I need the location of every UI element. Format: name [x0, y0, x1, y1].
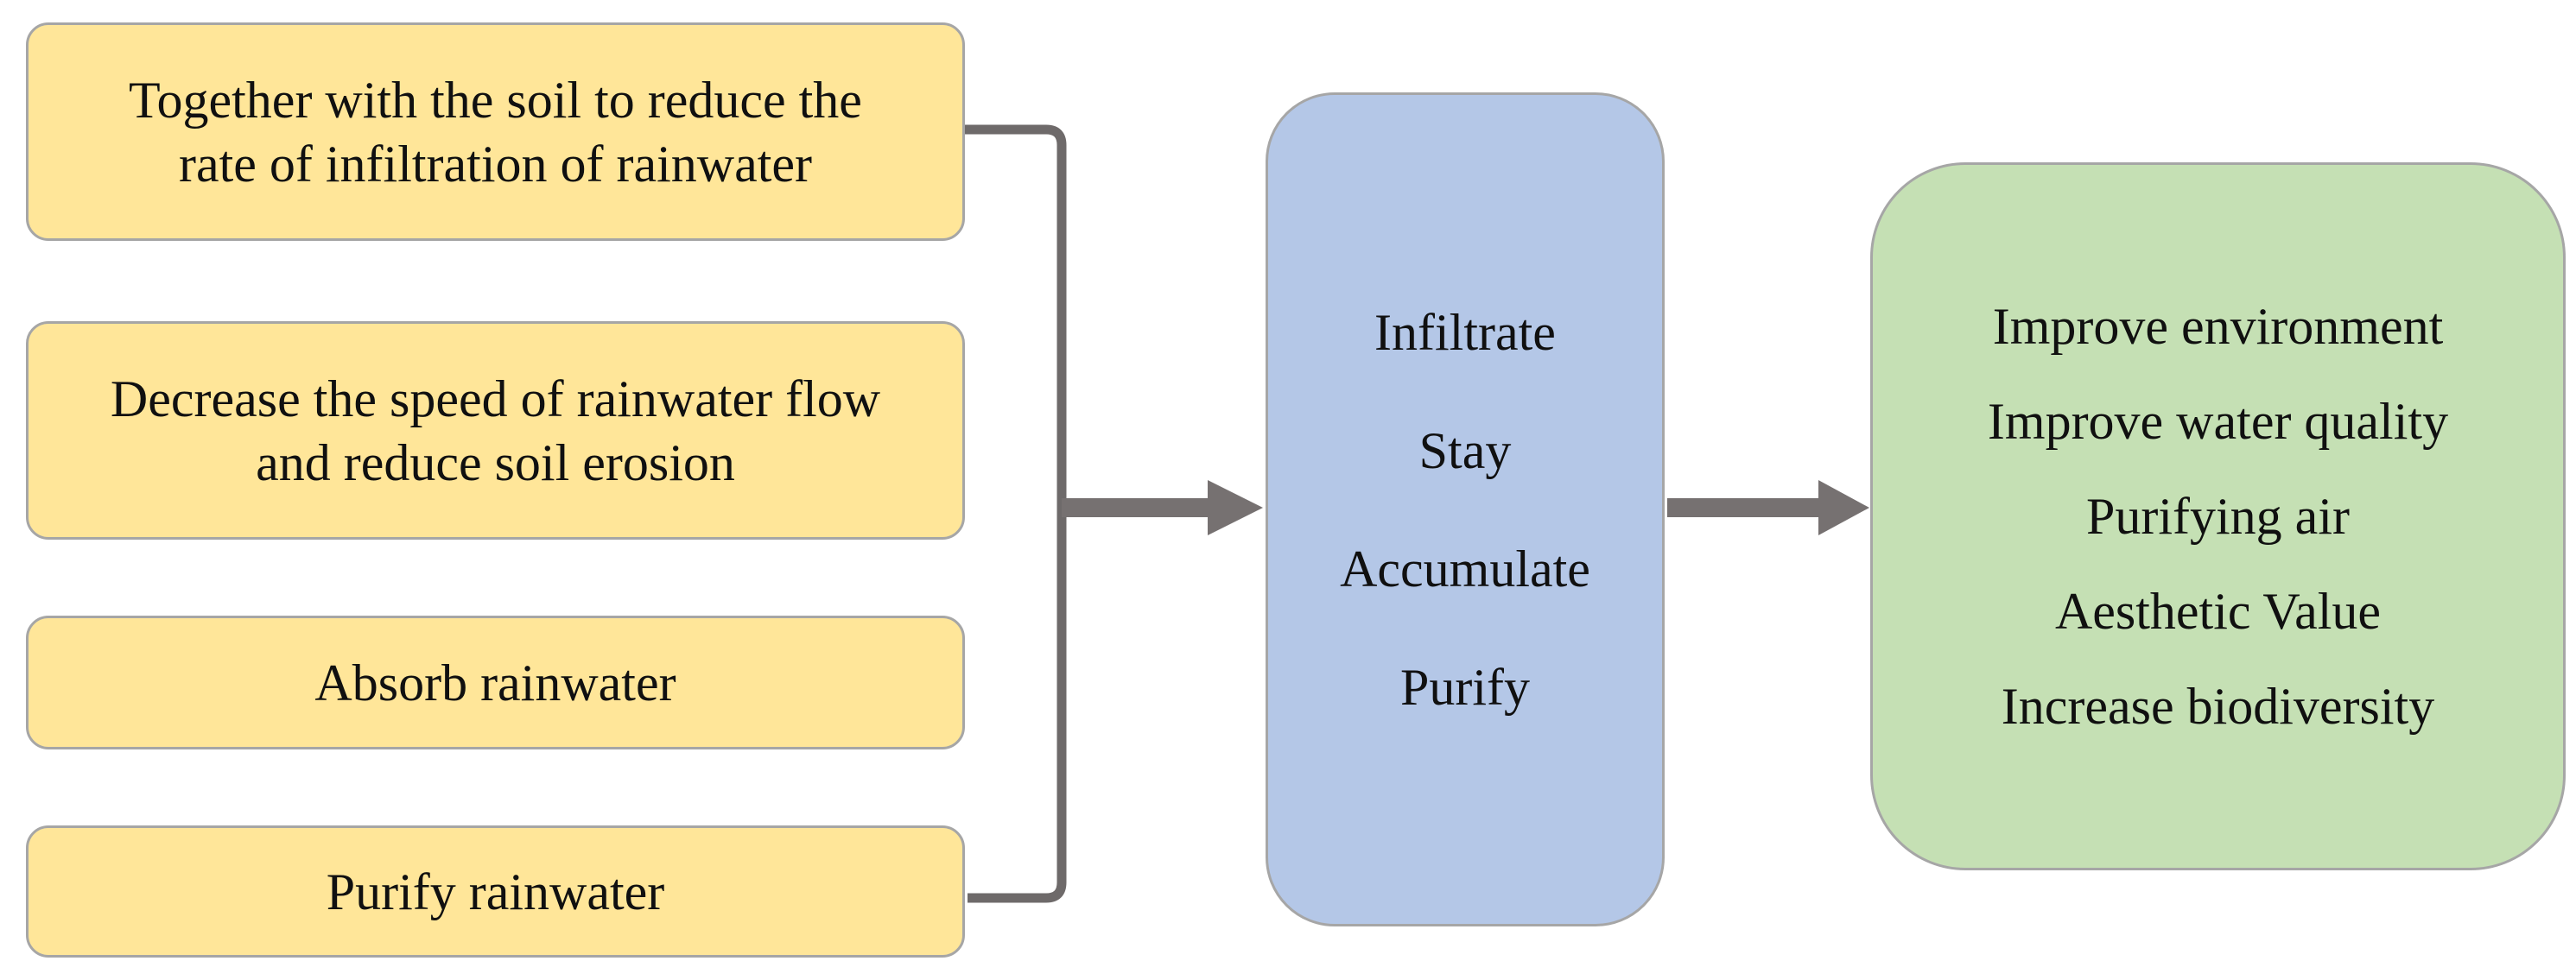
outcome-item-improve-environment: Improve environment [1992, 298, 2444, 355]
source-box-label: Absorb rainwater [314, 654, 676, 711]
process-item-stay: Stay [1418, 421, 1512, 479]
outcome-item-purifying-air: Purifying air [2086, 488, 2350, 545]
outcome-item-improve-water-quality: Improve water quality [1987, 393, 2449, 450]
outcome-item-aesthetic-value: Aesthetic Value [2054, 583, 2382, 640]
arrow-shaft [1667, 498, 1821, 517]
arrowhead-icon [1818, 480, 1869, 535]
process-item-infiltrate: Infiltrate [1374, 303, 1556, 361]
outcome-box: Improve environment Improve water qualit… [1870, 162, 2566, 870]
arrowhead-icon [1208, 480, 1263, 535]
process-box: Infiltrate Stay Accumulate Purify [1266, 92, 1665, 926]
source-box-label: Together with the soil to reduce the rat… [129, 71, 862, 193]
source-box-label: Decrease the speed of rainwater flow and… [110, 370, 881, 491]
source-box-label: Purify rainwater [326, 863, 665, 920]
source-box-flow-speed: Decrease the speed of rainwater flow and… [26, 321, 965, 540]
arrow-shaft [1062, 498, 1210, 517]
process-item-purify: Purify [1400, 658, 1530, 716]
arrow-to-outcome-box [1667, 480, 1869, 535]
source-box-absorb-rainwater: Absorb rainwater [26, 616, 965, 749]
merge-bracket-connector [965, 124, 1067, 903]
source-box-infiltration-rate: Together with the soil to reduce the rat… [26, 22, 965, 241]
source-box-purify-rainwater: Purify rainwater [26, 825, 965, 958]
outcome-item-increase-biodiversity: Increase biodiversity [2001, 678, 2435, 735]
arrow-to-process-box [1062, 480, 1263, 535]
process-item-accumulate: Accumulate [1340, 540, 1590, 597]
